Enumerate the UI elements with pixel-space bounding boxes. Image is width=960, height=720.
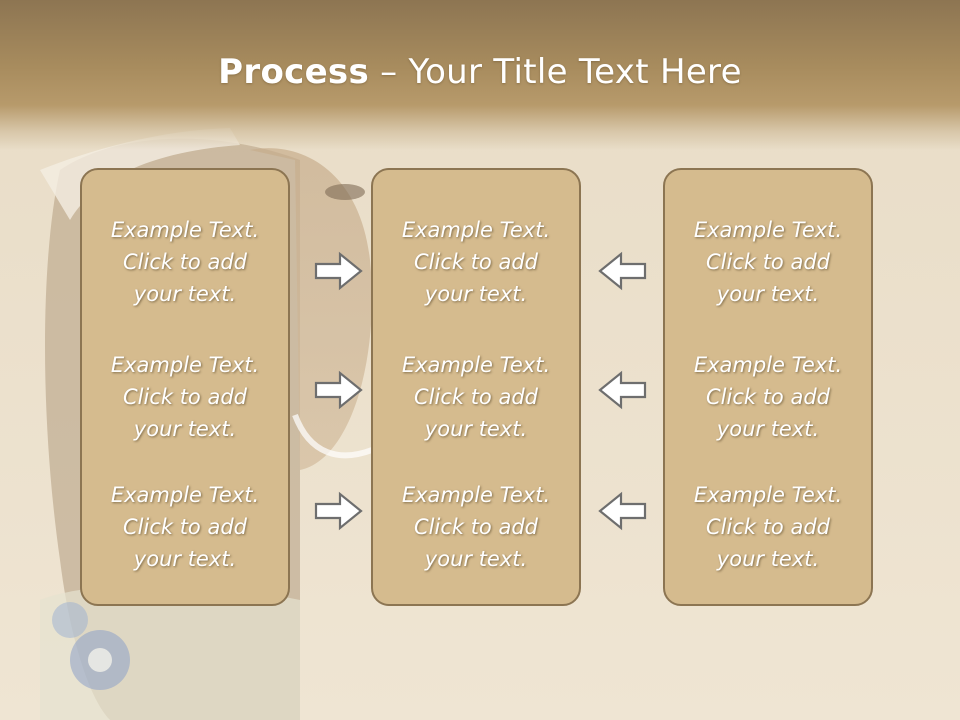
title-rest: – Your Title Text Here — [369, 52, 742, 92]
right-arrow-icon[interactable] — [314, 251, 364, 291]
text-block[interactable]: Example Text. Click to add your text. — [373, 214, 579, 310]
text-line: Click to add — [122, 515, 247, 539]
text-line: Example Text. — [693, 483, 843, 507]
text-line: Click to add — [705, 385, 830, 409]
text-line: Click to add — [413, 250, 538, 274]
text-line: Click to add — [705, 250, 830, 274]
text-line: Click to add — [122, 385, 247, 409]
text-block[interactable]: Example Text. Click to add your text. — [665, 214, 871, 310]
text-line: Example Text. — [401, 218, 551, 242]
text-line: your text. — [424, 417, 528, 441]
text-line: your text. — [716, 282, 820, 306]
text-line: Example Text. — [110, 353, 260, 377]
text-block[interactable]: Example Text. Click to add your text. — [82, 349, 288, 445]
left-arrow-icon[interactable] — [597, 491, 647, 531]
text-block[interactable]: Example Text. Click to add your text. — [82, 479, 288, 575]
text-line: your text. — [133, 282, 237, 306]
left-arrow-icon[interactable] — [597, 251, 647, 291]
text-block[interactable]: Example Text. Click to add your text. — [373, 479, 579, 575]
right-arrow-icon[interactable] — [314, 370, 364, 410]
text-line: your text. — [133, 547, 237, 571]
process-box-right[interactable]: Example Text. Click to add your text. Ex… — [663, 168, 873, 606]
title-bold: Process — [218, 52, 370, 92]
text-line: your text. — [133, 417, 237, 441]
text-line: your text. — [424, 282, 528, 306]
process-box-left[interactable]: Example Text. Click to add your text. Ex… — [80, 168, 290, 606]
text-line: Example Text. — [693, 218, 843, 242]
left-arrow-icon[interactable] — [597, 370, 647, 410]
text-line: Click to add — [413, 515, 538, 539]
right-arrow-icon[interactable] — [314, 491, 364, 531]
text-line: your text. — [716, 547, 820, 571]
text-line: your text. — [424, 547, 528, 571]
slide-title[interactable]: Process – Your Title Text Here — [0, 52, 960, 92]
text-line: Click to add — [122, 250, 247, 274]
title-bar — [0, 0, 960, 150]
text-line: Example Text. — [401, 353, 551, 377]
text-line: Example Text. — [693, 353, 843, 377]
text-block[interactable]: Example Text. Click to add your text. — [665, 479, 871, 575]
text-line: Click to add — [705, 515, 830, 539]
text-line: Click to add — [413, 385, 538, 409]
text-block[interactable]: Example Text. Click to add your text. — [82, 214, 288, 310]
text-line: Example Text. — [110, 483, 260, 507]
text-line: Example Text. — [401, 483, 551, 507]
text-block[interactable]: Example Text. Click to add your text. — [665, 349, 871, 445]
process-box-center[interactable]: Example Text. Click to add your text. Ex… — [371, 168, 581, 606]
text-line: your text. — [716, 417, 820, 441]
text-block[interactable]: Example Text. Click to add your text. — [373, 349, 579, 445]
text-line: Example Text. — [110, 218, 260, 242]
